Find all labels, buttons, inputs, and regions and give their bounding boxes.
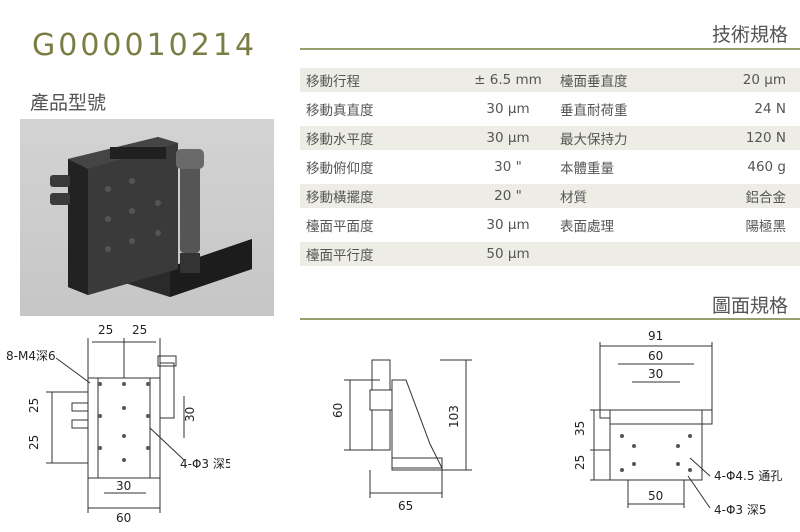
front-dim-top-1: 25 — [98, 323, 113, 337]
spec-value-2 — [696, 242, 800, 266]
spec-value-2: 24 N — [754, 101, 786, 117]
spec-label-2: 垂直耐荷重 — [560, 103, 628, 119]
side-dim-total: 103 — [447, 405, 461, 428]
front-hole-note: 8-M4深6 — [6, 349, 56, 363]
spec-value: ± 6.5 mm — [462, 68, 554, 92]
spec-value-2: 460 g — [747, 159, 786, 175]
spec-row: 移動俯仰度 30 " 本體重量 460 g — [300, 155, 800, 179]
spec-value: 30 µm — [462, 126, 554, 150]
spec-value-2: 20 µm — [696, 68, 800, 92]
spec-label-2: 材質 — [554, 184, 696, 208]
spec-row: 移動真直度 30 µm 垂直耐荷重 24 N — [300, 97, 800, 121]
spec-label: 移動水平度 — [300, 126, 462, 150]
bottom-dim-top-2: 60 — [648, 349, 663, 363]
spec-value-2: 陽極黑 — [745, 219, 787, 235]
spec-value: 50 µm — [462, 242, 554, 266]
spec-label-2: 本體重量 — [560, 161, 614, 177]
bottom-tap-note: 4-Φ3 深5 — [714, 503, 767, 517]
spec-value-2: 鋁合金 — [696, 184, 800, 208]
spec-value: 30 µm — [486, 101, 530, 117]
bottom-dim-top-3: 30 — [648, 367, 663, 381]
side-dim-height: 60 — [331, 403, 345, 418]
front-tap-note: 4-Φ3 深5 — [180, 457, 230, 471]
spec-value: 20 " — [462, 184, 554, 208]
front-dim-left-1: 25 — [27, 398, 41, 413]
spec-row: 檯面平面度 30 µm 表面處理 陽極黑 — [300, 213, 800, 237]
spec-label-2: 檯面垂直度 — [554, 68, 696, 92]
spec-value-2: 120 N — [696, 126, 800, 150]
drawing-section-title: 圖面規格 — [711, 295, 788, 317]
spec-label: 移動橫擺度 — [300, 184, 462, 208]
spec-label: 移動行程 — [300, 68, 462, 92]
bottom-dim-top-1: 91 — [648, 329, 663, 343]
bottom-view-drawing: 91 60 30 35 25 4-Φ4.5 通孔 4-Φ3 深5 50 — [570, 318, 795, 532]
model-label: 產品型號 — [30, 92, 107, 114]
spec-label: 移動真直度 — [306, 103, 374, 119]
bottom-dim-left-2: 25 — [573, 455, 587, 470]
bottom-through-note: 4-Φ4.5 通孔 — [714, 469, 782, 483]
spec-value: 30 µm — [486, 217, 530, 233]
spec-label: 檯面平行度 — [300, 242, 462, 266]
stage-render — [50, 137, 252, 297]
product-photo — [20, 119, 274, 316]
spec-section-title: 技術規格 — [711, 24, 788, 46]
side-view-drawing: 60 103 65 — [320, 318, 480, 532]
spec-value: 30 " — [494, 159, 522, 175]
spec-label: 檯面平面度 — [306, 219, 374, 235]
side-dim-depth: 65 — [398, 499, 413, 513]
bottom-dim-bottom: 50 — [648, 489, 663, 503]
model-code: G000010214 — [32, 28, 258, 63]
front-dim-top-2: 25 — [132, 323, 147, 337]
spec-label: 移動俯仰度 — [306, 161, 374, 177]
front-view-drawing: 25 25 8-M4深6 25 25 30 4-Φ3 深5 30 60 — [0, 318, 233, 532]
front-dim-bottom-1: 30 — [116, 479, 131, 493]
bottom-dim-left-1: 35 — [573, 421, 587, 436]
front-dim-left-2: 25 — [27, 435, 41, 450]
front-dim-right: 30 — [183, 407, 197, 422]
spec-label-2: 表面處理 — [560, 219, 614, 235]
front-dim-bottom-2: 60 — [116, 511, 131, 525]
drawing-rule — [300, 318, 800, 320]
spec-rule — [300, 48, 800, 50]
spec-label-2 — [554, 242, 696, 266]
spec-label-2: 最大保持力 — [554, 126, 696, 150]
